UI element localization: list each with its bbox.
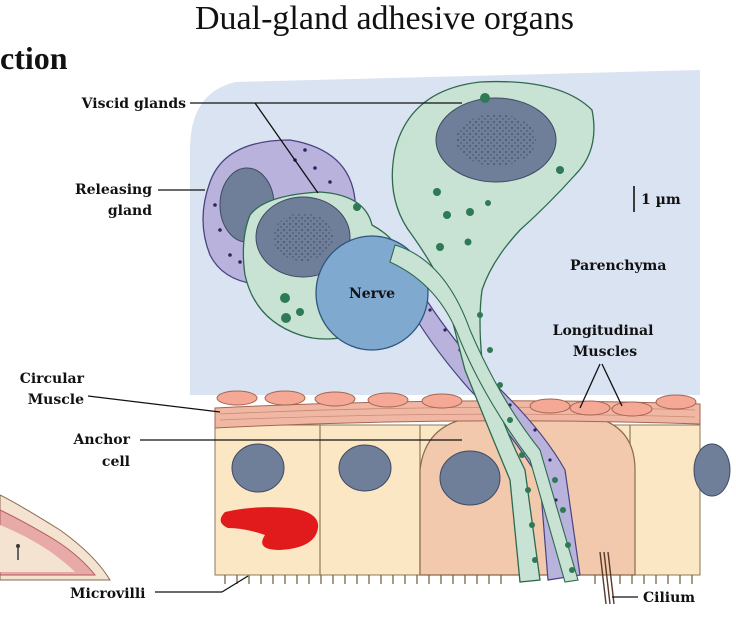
label-microvilli: Microvilli bbox=[70, 586, 145, 602]
epidermal-nucleus bbox=[693, 443, 731, 497]
red-annotation-mark bbox=[220, 507, 319, 550]
label-circular-muscle-2: Muscle bbox=[28, 392, 84, 408]
cilium bbox=[599, 551, 615, 605]
label-circular-muscle-1: Circular bbox=[20, 371, 85, 387]
inset-thumbnail bbox=[0, 494, 111, 581]
label-viscid-glands: Viscid glands bbox=[81, 96, 186, 112]
anchor-cell-nucleus bbox=[439, 450, 501, 506]
label-nerve: Nerve bbox=[349, 286, 395, 302]
leader-lines bbox=[87, 102, 638, 598]
label-releasing-gland-1: Releasing bbox=[75, 182, 152, 198]
viscid-gland-large bbox=[389, 80, 595, 583]
label-parenchyma: Parenchyma bbox=[570, 258, 666, 274]
slide-title: Dual-gland adhesive organs bbox=[195, 0, 574, 37]
label-anchor-cell-2: cell bbox=[102, 454, 130, 470]
epidermis bbox=[214, 414, 731, 576]
epidermal-nucleus bbox=[231, 443, 285, 493]
label-longitudinal-muscles-2: Muscles bbox=[573, 344, 637, 360]
label-cilium: Cilium bbox=[643, 590, 695, 606]
label-scale: 1 µm bbox=[641, 192, 681, 208]
epidermal-nucleus bbox=[338, 444, 392, 492]
longitudinal-muscles bbox=[216, 390, 697, 417]
microvilli bbox=[224, 575, 693, 584]
label-longitudinal-muscles-1: Longitudinal bbox=[553, 323, 654, 339]
label-anchor-cell-1: Anchor bbox=[73, 432, 131, 448]
section-heading: ction bbox=[0, 40, 68, 76]
label-releasing-gland-2: gland bbox=[108, 203, 152, 219]
